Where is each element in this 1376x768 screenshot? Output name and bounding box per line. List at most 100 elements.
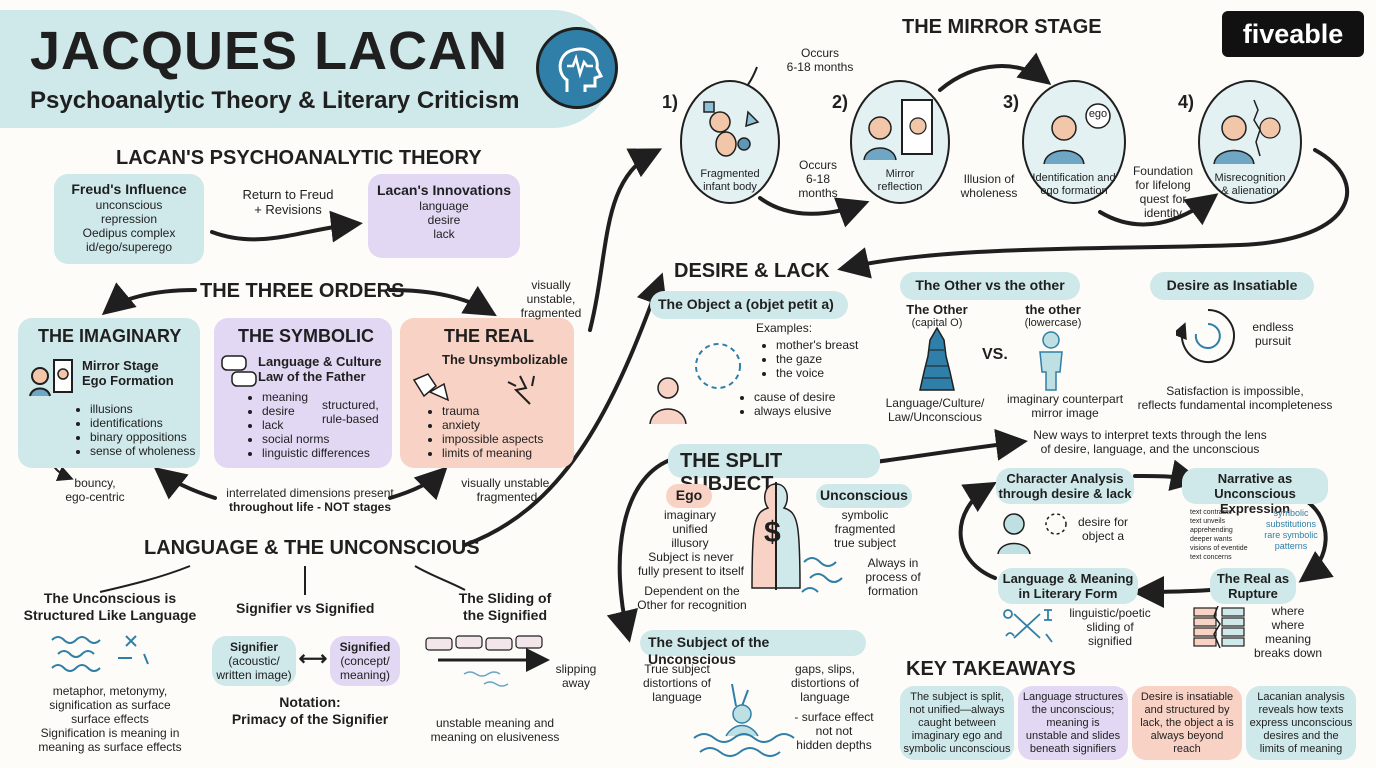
mirror-step-3-num: 3) bbox=[1003, 92, 1020, 112]
barred-subject-symbol: $ bbox=[764, 516, 781, 549]
symbolic-title: THE SYMBOLIC bbox=[238, 326, 375, 346]
desire-heading: DESIRE & LACK bbox=[674, 260, 830, 282]
mirror-step-4-num: 4) bbox=[1178, 92, 1195, 112]
real-items: traumaanxiety impossible aspectslimits o… bbox=[428, 404, 543, 460]
literary-intro: New ways to interpret texts through the … bbox=[1033, 428, 1267, 456]
shattered-icon bbox=[408, 370, 568, 406]
mirror-person-icon bbox=[26, 358, 76, 398]
speech-bubbles-icon bbox=[220, 354, 260, 390]
symbolic-side-note: structured,rule-based bbox=[322, 398, 379, 426]
page-title: JACQUES LACAN bbox=[30, 21, 509, 81]
fiveable-logo[interactable]: fiveable bbox=[1222, 11, 1364, 57]
cycle-arrows-icon bbox=[1176, 304, 1240, 368]
small-other-label: the other(lowercase) bbox=[1024, 302, 1082, 329]
three-orders-heading: THE THREE ORDERS bbox=[200, 280, 405, 302]
innovations-title: Lacan's Innovations bbox=[376, 182, 512, 198]
tower-icon bbox=[912, 326, 962, 392]
insatiable-caption: Satisfaction is impossible,reflects fund… bbox=[1137, 384, 1333, 412]
vs-label: VS. bbox=[982, 346, 1008, 363]
note-bouncy: bouncy,ego-centric bbox=[65, 476, 125, 504]
structured-caption: metaphor, metonymy,signification as surf… bbox=[38, 684, 182, 754]
mirror-step-4-circle: Misrecognition& alienation bbox=[1198, 80, 1302, 204]
head-brain-icon bbox=[536, 27, 618, 109]
objet-examples: mother's breastthe gazethe voice bbox=[762, 338, 858, 380]
split-heading: THE SPLIT SUBJECT bbox=[668, 444, 880, 495]
objet-title: The Object a (objet petit a) bbox=[650, 291, 848, 319]
language-heading: LANGUAGE & THE UNCONSCIOUS bbox=[144, 537, 480, 559]
objet-more: cause of desirealways elusive bbox=[740, 390, 835, 418]
mirror-step-2-num: 2) bbox=[832, 92, 849, 112]
real-subtitle: The Unsymbolizable bbox=[442, 352, 568, 367]
signifier-title: Signifier vs Signified bbox=[236, 600, 375, 616]
signifier-box: Signifier(acoustic/written image) bbox=[212, 636, 296, 686]
mirror-step-1-num: 1) bbox=[662, 92, 679, 112]
symbols-cross-icon bbox=[1000, 606, 1060, 646]
mirror-heading: THE MIRROR STAGE bbox=[902, 16, 1102, 38]
unconscious-title: Unconscious bbox=[816, 484, 912, 508]
takeaways-heading: KEY TAKEAWAYS bbox=[906, 658, 1076, 680]
big-other-label: The Other(capital O) bbox=[906, 302, 968, 329]
objet-examples-label: Examples: bbox=[756, 321, 813, 335]
signified-box: Signified(concept/meaning) bbox=[330, 636, 400, 686]
objet-illustration bbox=[646, 330, 766, 430]
notation-text: Notation:Primacy of the Signifier bbox=[231, 694, 389, 727]
squiggles-icon bbox=[800, 552, 860, 602]
symbolic-items: meaningdesire lacksocial norms linguisti… bbox=[248, 390, 370, 460]
double-arrow-icon: ⟷ bbox=[298, 648, 328, 670]
mirror-step-4-caption: Misrecognition& alienation bbox=[1214, 172, 1286, 197]
split-figure bbox=[746, 480, 806, 592]
insatiable-title: Desire as Insatiable bbox=[1150, 272, 1314, 300]
real-box: THE REAL The Unsymbolizable traumaanxiet… bbox=[400, 318, 574, 468]
sliding-chain-icon bbox=[424, 632, 564, 692]
note-unstable-bottom: visually unstable,fragmented bbox=[461, 476, 553, 504]
wavy-symbols-icon bbox=[48, 630, 168, 676]
character-person-icon bbox=[994, 508, 1074, 556]
ego-bubble-text: ego bbox=[1088, 108, 1108, 120]
imaginary-title: THE IMAGINARY bbox=[38, 326, 182, 346]
imaginary-items: illusionsidentifications binary oppositi… bbox=[76, 402, 195, 458]
page-subtitle: Psychoanalytic Theory & Literary Critici… bbox=[30, 87, 520, 114]
subject-unconscious-title: The Subject of the Unconscious bbox=[640, 630, 866, 667]
